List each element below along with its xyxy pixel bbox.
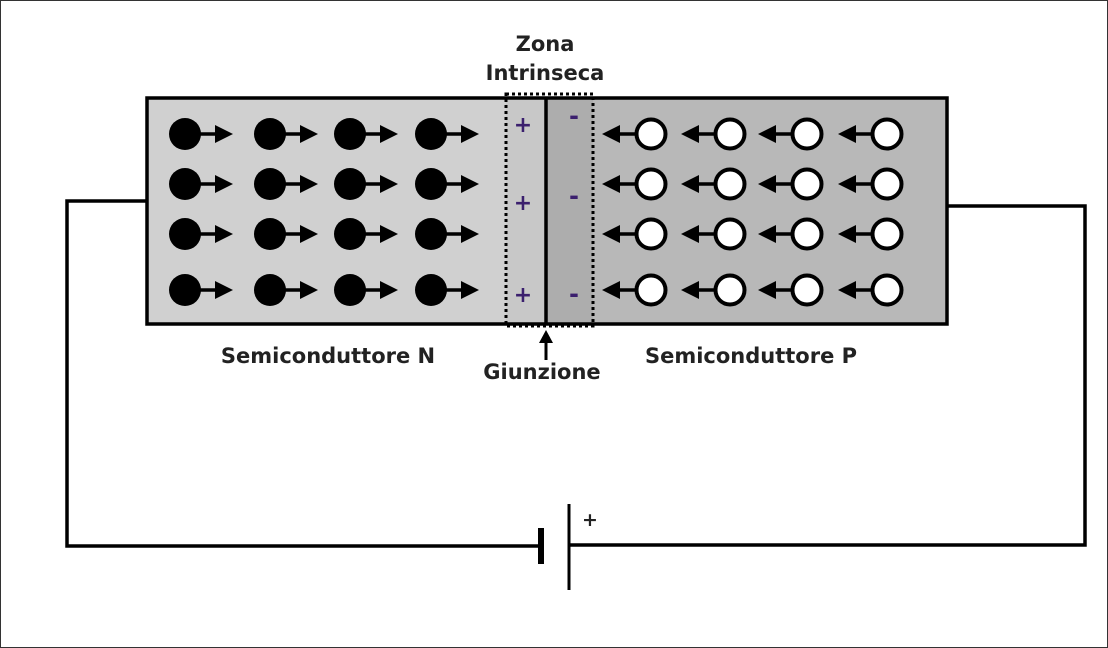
positive-ion-sign: + (514, 113, 532, 138)
battery-icon (538, 504, 571, 590)
negative-ion-sign: - (569, 280, 579, 308)
negative-ion-sign: - (569, 182, 579, 210)
electron-icon (334, 274, 398, 306)
electron-icon (254, 168, 318, 200)
electron-icon (334, 168, 398, 200)
depletion-n-half (506, 98, 547, 324)
hole-icon (838, 273, 904, 307)
junction-pointer-arrow (539, 330, 553, 360)
positive-ion-sign: + (514, 283, 532, 308)
negative-ion-sign: - (569, 102, 579, 130)
electron-icon (169, 168, 233, 200)
hole-icon (838, 167, 904, 201)
right-circuit-wire (570, 204, 1087, 547)
hole-icon (681, 117, 747, 151)
electron-icon (169, 218, 233, 250)
battery-positive-sign: + (582, 509, 598, 531)
electron-icon (334, 118, 398, 150)
hole-icon (758, 117, 824, 151)
hole-icon (838, 217, 904, 251)
hole-icon (758, 273, 824, 307)
p-region-label: Semiconduttore P (645, 344, 857, 368)
electron-icon (415, 168, 479, 200)
junction-label: Giunzione (483, 360, 600, 384)
hole-icon (602, 217, 668, 251)
electron-icon (254, 274, 318, 306)
hole-icon (602, 167, 668, 201)
carriers-group (169, 117, 904, 307)
hole-icon (758, 217, 824, 251)
depletion-p-half (547, 98, 593, 324)
electron-icon (415, 118, 479, 150)
n-region-label: Semiconduttore N (221, 344, 435, 368)
zone-label-line1: Zona (516, 32, 575, 56)
electron-icon (254, 218, 318, 250)
electron-icon (415, 218, 479, 250)
depletion-zone-boundary (504, 92, 595, 328)
hole-icon (681, 273, 747, 307)
electron-icon (415, 274, 479, 306)
hole-icon (838, 117, 904, 151)
electron-icon (254, 118, 318, 150)
hole-icon (681, 167, 747, 201)
electron-icon (334, 218, 398, 250)
electron-icon (169, 118, 233, 150)
hole-icon (602, 273, 668, 307)
zone-label-line2: Intrinseca (486, 61, 605, 85)
left-circuit-wire (65, 199, 540, 548)
hole-icon (758, 167, 824, 201)
positive-ion-sign: + (514, 191, 532, 216)
hole-icon (681, 217, 747, 251)
hole-icon (602, 117, 668, 151)
electron-icon (169, 274, 233, 306)
